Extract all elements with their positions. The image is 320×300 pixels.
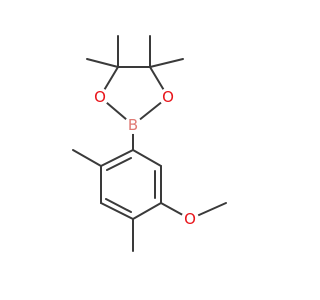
atom-o1-background xyxy=(91,88,109,106)
bond-c5-methyl-right xyxy=(149,58,184,68)
atom-b-background xyxy=(124,116,142,134)
bond-layer xyxy=(72,35,227,252)
atom-o1-label: O xyxy=(94,88,106,106)
atom-o-methoxy-label: O xyxy=(184,210,196,228)
atom-o1: O xyxy=(91,88,109,106)
bond-ring-1-2 xyxy=(132,149,162,167)
atom-b-label: B xyxy=(128,116,138,134)
bond-ring-4-5-inner xyxy=(105,198,132,213)
atom-o2: O xyxy=(159,88,177,106)
bond-ring-4-5 xyxy=(100,202,134,220)
atom-o2-label: O xyxy=(162,88,174,106)
molecule-structure-diagram: O O B O xyxy=(72,35,227,252)
bond-ring-6-1 xyxy=(100,149,134,167)
bond-ring-3-4 xyxy=(132,202,162,220)
atom-o2-background xyxy=(159,88,177,106)
atom-b: B xyxy=(124,116,142,134)
bond-ring-methyl-left xyxy=(72,149,102,167)
bond-c4-methyl-left xyxy=(86,58,119,68)
atom-o-methoxy-background xyxy=(181,210,199,228)
bond-ring-6-1-inner xyxy=(106,157,132,171)
atom-o-methoxy: O xyxy=(181,210,199,228)
